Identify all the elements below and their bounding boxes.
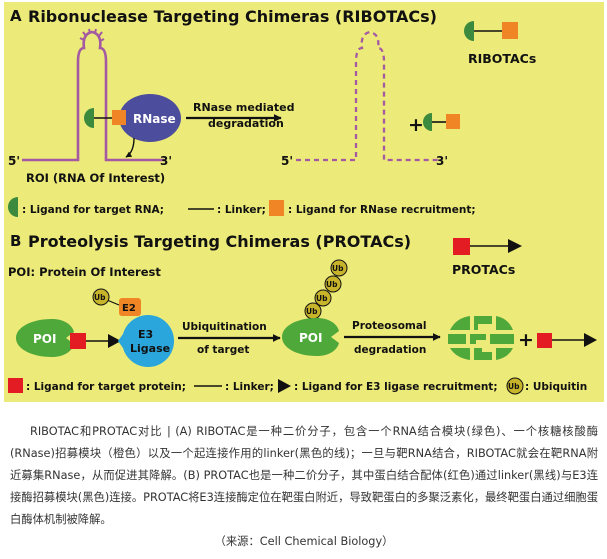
poi-protein — [16, 319, 74, 357]
proteasomal-label-2: degradation — [354, 344, 426, 356]
three-prime-label: 3' — [160, 154, 172, 168]
cleavage-arrow — [125, 137, 135, 158]
e3-ligase — [118, 315, 175, 367]
panel-a: A Ribonuclease Targeting Chimeras (RIBOT… — [4, 2, 604, 228]
panel-a-letter: A — [10, 7, 22, 25]
key-a-linker-text: : Linker; — [217, 204, 266, 216]
e2-label: E2 — [122, 303, 136, 314]
key-rna-ligand-icon — [8, 197, 18, 217]
key-rna-ligand-text: : Ligand for target RNA; — [22, 204, 164, 216]
rnase-arrow-label-1: RNase mediated — [193, 101, 295, 114]
ubiquitination-label-1: Ubiquitination — [182, 321, 267, 333]
key-protein-ligand-icon — [8, 378, 23, 393]
ubiquitination-label-2: of target — [197, 344, 249, 356]
e3-label: E3 — [138, 328, 153, 341]
ub-label-e2: Ub — [94, 293, 106, 302]
bound-e3-ligand-icon — [108, 334, 121, 348]
e2-ub-bond — [106, 299, 120, 306]
legend-rnase-ligand-icon — [502, 22, 518, 39]
legend-ribotacs-label: RIBOTACs — [468, 51, 536, 66]
key-rnase-ligand-icon — [269, 200, 284, 216]
legend-rna-ligand-icon — [464, 21, 474, 41]
key-ubiquitin-icon — [506, 377, 524, 395]
legend-protein-ligand-icon — [453, 238, 470, 255]
ub-label-chain-4: Ub — [332, 264, 344, 273]
ribotac-protac-figure: A Ribonuclease Targeting Chimeras (RIBOT… — [4, 2, 604, 402]
caption-source: （来源：Cell Chemical Biology） — [214, 535, 394, 548]
rnase-arrow-label-2: degradation — [208, 117, 284, 130]
released-rna-ligand-icon — [423, 113, 432, 131]
degraded-three-prime-label: 3' — [436, 154, 448, 168]
legend-protacs-label: PROTACs — [452, 262, 515, 277]
key-e3-ligand-icon — [278, 379, 291, 393]
legend-e3-ligand-icon — [508, 239, 522, 253]
released-rnase-ligand-icon — [446, 114, 460, 129]
proteasomal-label-1: Proteosomal — [352, 320, 427, 332]
panel-b: B Proteolysis Targeting Chimeras (PROTAC… — [4, 228, 604, 402]
panel-a-title: Ribonuclease Targeting Chimeras (RIBOTAC… — [28, 7, 437, 26]
rnase-enzyme — [119, 94, 181, 142]
ubiquitinated-poi — [282, 318, 339, 356]
panel-b-background — [4, 228, 604, 402]
five-prime-label: 5' — [8, 154, 20, 168]
degraded-rna-strand — [296, 30, 440, 162]
key-b-linker-text: : Linker; — [225, 381, 274, 393]
released-e3-ligand-icon — [584, 333, 597, 347]
poi-definition: POI: Protein Of Interest — [8, 265, 161, 279]
ubiquitin-chain-3 — [324, 275, 342, 293]
bound-protein-ligand-icon — [70, 333, 86, 349]
ubiquitinated-poi-label: POI — [299, 331, 322, 345]
ub-label-chain-2: Ub — [316, 294, 328, 303]
released-protein-ligand-icon — [537, 333, 552, 348]
ubiquitin-chain-2 — [314, 289, 332, 307]
panel-b-letter: B — [10, 232, 21, 250]
roi-label: ROI (RNA Of Interest) — [26, 171, 165, 185]
bound-rna-ligand-icon — [84, 108, 94, 128]
ubiquitin-chain-4 — [330, 259, 348, 277]
figure-caption: RIBOTAC和PROTAC对比 | (A) RIBOTAC是一种二价分子，包含… — [10, 421, 598, 553]
rnase-label: RNase — [133, 112, 176, 126]
ub-label-chain-3: Ub — [326, 280, 338, 289]
key-ubiquitin-text: : Ubiquitin — [525, 381, 587, 393]
key-rnase-ligand-text: : Ligand for RNase recruitment; — [288, 204, 476, 216]
panel-b-plus-sign: + — [518, 329, 534, 351]
key-ub-label: Ub — [508, 382, 520, 391]
key-protein-ligand-text: : Ligand for target protein; — [26, 381, 186, 393]
panel-b-title: Proteolysis Targeting Chimeras (PROTACs) — [28, 232, 411, 251]
poi-label: POI — [33, 332, 56, 346]
caption-text: RIBOTAC和PROTAC对比 | (A) RIBOTAC是一种二价分子，包含… — [10, 425, 598, 526]
target-rna-strand — [22, 30, 164, 162]
ubiquitin-on-e2 — [92, 288, 110, 306]
e2-enzyme — [119, 298, 141, 316]
bound-rnase-ligand-icon — [112, 110, 126, 125]
degraded-protein-fragments — [448, 316, 514, 360]
panel-a-plus-sign: + — [408, 114, 424, 136]
degraded-five-prime-label: 5' — [281, 154, 293, 168]
rna-loop-ticks — [79, 28, 105, 42]
key-e3-ligand-text: : Ligand for E3 ligase recruitment; — [294, 381, 498, 393]
ub-label-chain-1: Ub — [306, 307, 318, 316]
e3-ligase-label: Ligase — [130, 342, 170, 355]
